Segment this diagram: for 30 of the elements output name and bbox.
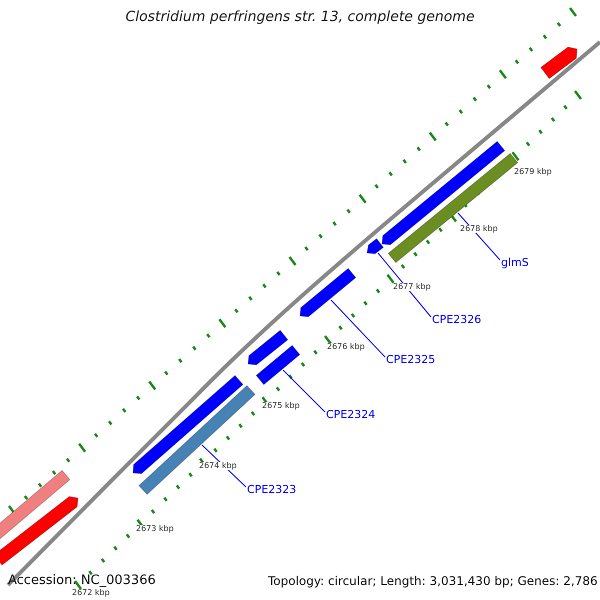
gene-feature: [256, 344, 300, 386]
gene-feature: [540, 46, 578, 80]
gene-feature: [0, 496, 78, 566]
gene-label: CPE2326: [432, 314, 482, 325]
scale-label: 2672 kbp: [72, 589, 110, 597]
leader-line: [378, 252, 432, 318]
scale-label: 2679 kbp: [514, 168, 552, 176]
leader-line: [458, 212, 500, 260]
leader-line: [202, 444, 246, 488]
genome-info: Topology: circular; Length: 3,031,430 bp; Genes: 2,786: [268, 575, 598, 587]
scale-label: 2676 kbp: [327, 343, 365, 351]
gene-label: CPE2325: [386, 354, 436, 365]
gene-label: CPE2323: [247, 484, 296, 495]
gene-feature: [132, 374, 244, 474]
accession-label: Accession: NC_003366: [8, 574, 156, 587]
gene-label: glmS: [501, 257, 529, 268]
gene-feature: [0, 470, 70, 542]
gene-feature: [300, 268, 356, 318]
title: Clostridium perfringens str. 13, complete genome: [124, 10, 476, 24]
scale-label: 2678 kbp: [460, 225, 498, 233]
scale-label: 2675 kbp: [262, 402, 300, 410]
scale-label: 2673 kbp: [136, 525, 174, 533]
scale-label: 2677 kbp: [393, 283, 431, 291]
gene-feature: [366, 238, 384, 254]
leader-line: [330, 300, 386, 358]
gene-feature: [382, 140, 506, 246]
scale-label: 2674 kbp: [199, 462, 237, 470]
gene-label: CPE2324: [326, 409, 376, 420]
gene-feature: [248, 330, 288, 366]
leader-line: [282, 370, 326, 412]
